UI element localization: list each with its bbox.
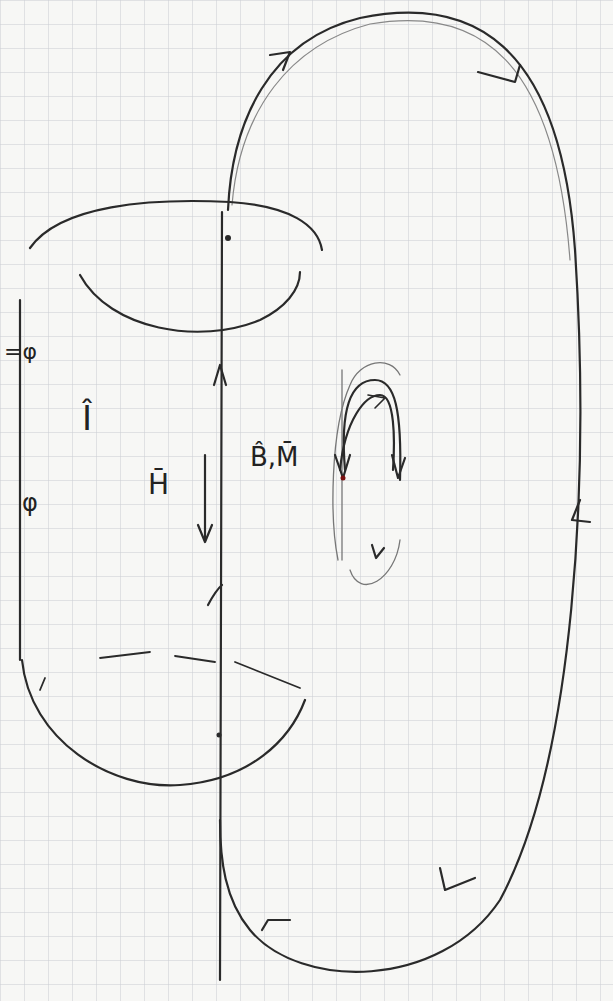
phi-mark: φ bbox=[22, 490, 38, 516]
phi-mark: =φ bbox=[4, 340, 37, 364]
field-symbol: B̂,M̄ bbox=[250, 443, 299, 472]
field-symbol: H̄ bbox=[148, 470, 169, 501]
current-symbol: Î bbox=[82, 400, 92, 437]
